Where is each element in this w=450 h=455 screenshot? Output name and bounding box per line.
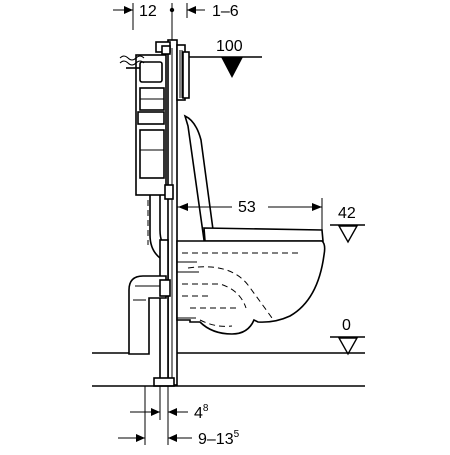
dimension-top-right: 1–6	[212, 3, 239, 20]
depth-dimension: 53	[177, 198, 323, 230]
toilet-lid	[183, 114, 324, 242]
dimension-bottom-2: 9–135	[198, 429, 240, 448]
bottom-dimension-group: 48 9–135	[118, 386, 240, 448]
height-marker-100: 100	[189, 38, 262, 78]
toilet-bowl	[176, 240, 326, 335]
dimension-floor-level: 0	[342, 317, 351, 334]
top-dimension-group: 12 1–6	[113, 3, 239, 45]
floor-lines	[92, 352, 365, 387]
dimension-bottom-1: 48	[194, 403, 209, 422]
dimension-seat-height: 42	[338, 205, 356, 222]
dimension-top-left: 12	[139, 3, 157, 20]
dimension-depth: 53	[238, 199, 256, 216]
floor-level-marker: 0	[330, 317, 365, 356]
installation-frame	[119, 39, 190, 387]
drain-bend	[128, 275, 171, 355]
dimension-height-top: 100	[216, 38, 243, 55]
seat-height-marker: 42	[330, 205, 365, 244]
